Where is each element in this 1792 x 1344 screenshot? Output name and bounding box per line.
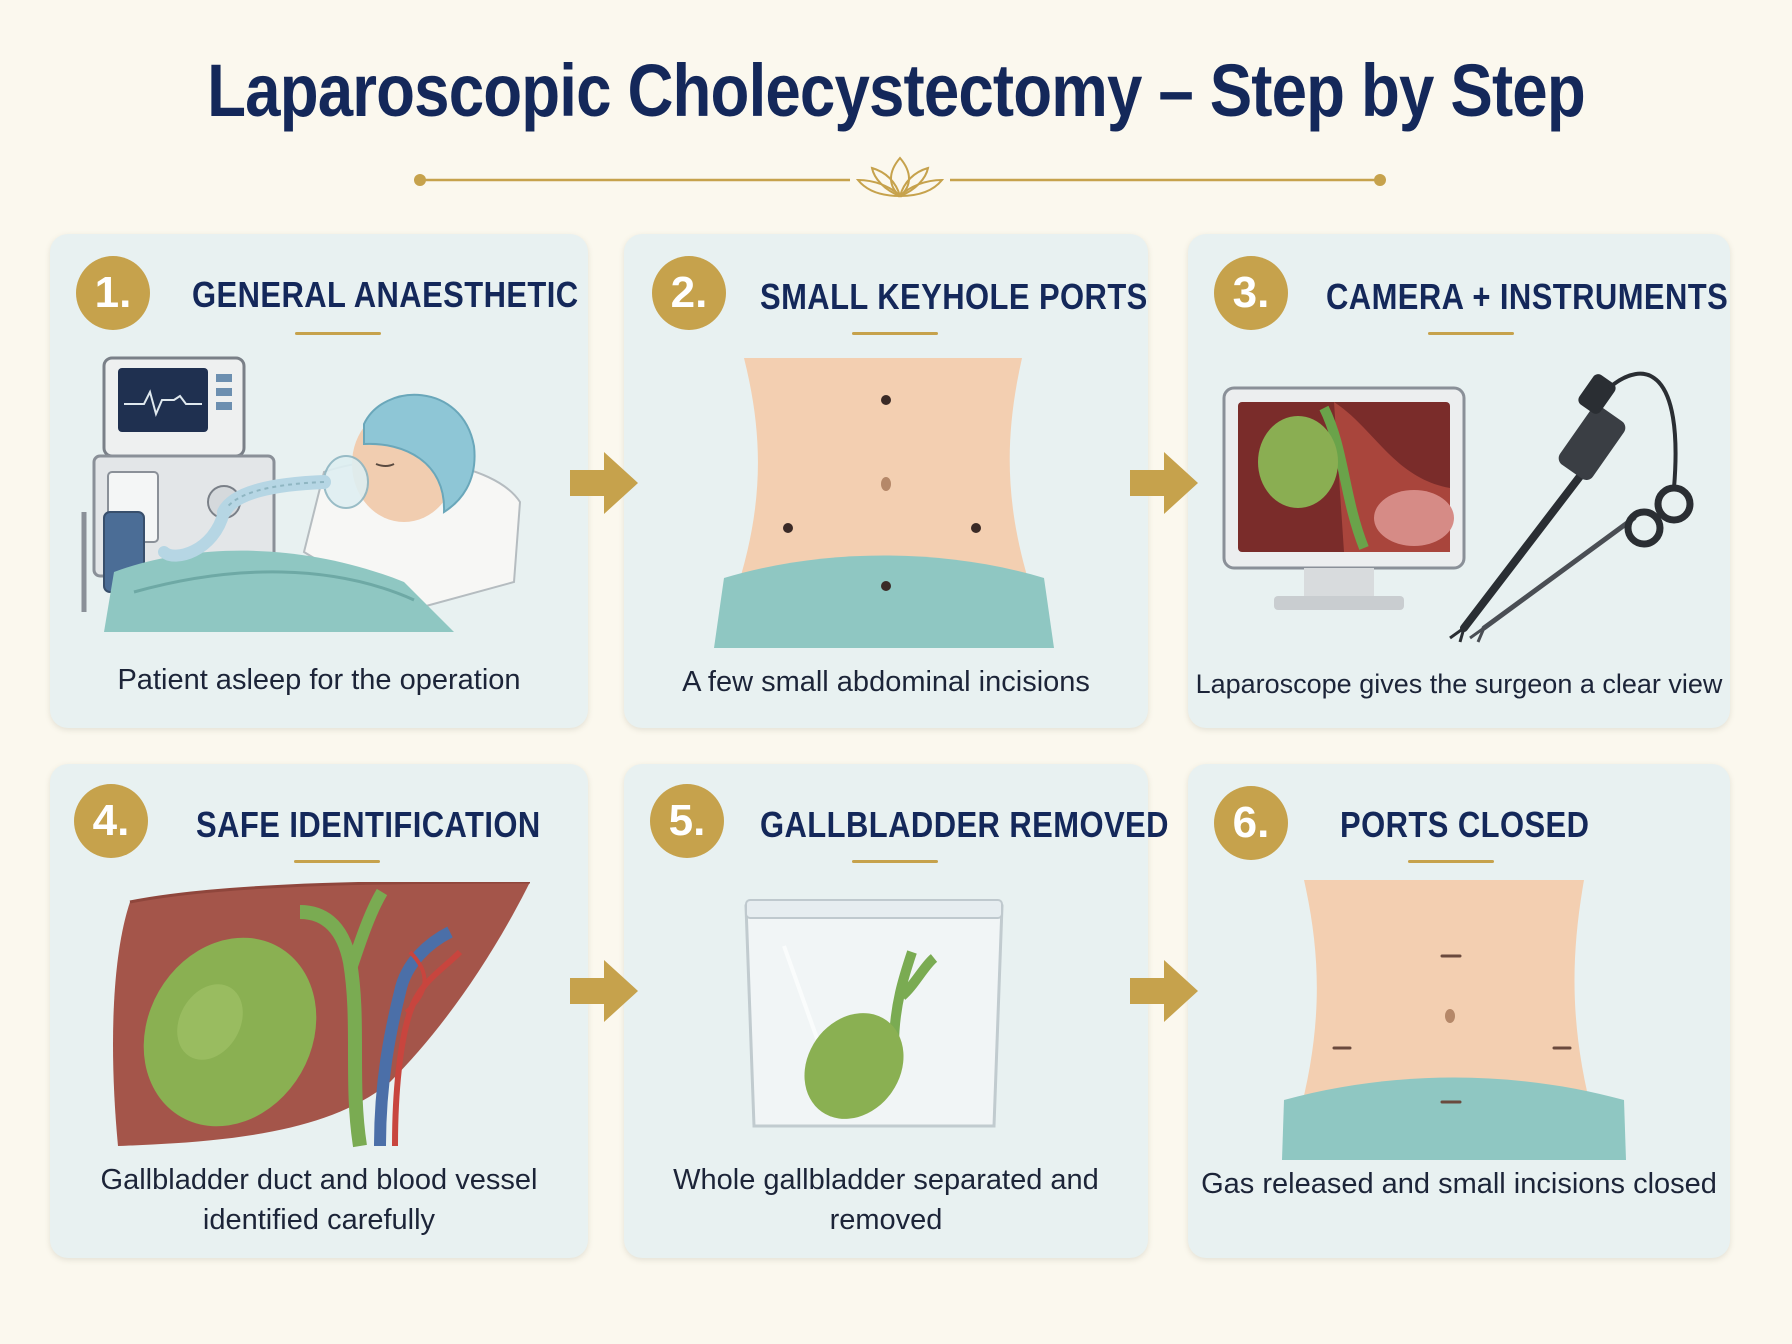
lotus-icon — [855, 156, 945, 198]
step-card-1: 1. GENERAL ANAESTHETIC Patient asleep fo… — [50, 234, 588, 728]
step-title: GALLBLADDER REMOVED — [760, 804, 1169, 845]
title-underline — [1428, 332, 1514, 335]
patient-anaesthesia-illustration — [81, 356, 522, 632]
step-title: CAMERA + INSTRUMENTS — [1326, 276, 1729, 317]
step-title: SAFE IDENTIFICATION — [196, 804, 541, 845]
step-number-badge: 1. — [76, 256, 150, 330]
gallbladder-bag-illustration — [744, 899, 1004, 1128]
arrow-right-icon — [570, 960, 638, 1022]
liver-gallbladder-illustration — [113, 882, 530, 1148]
step-card-5: 5. GALLBLADDER REMOVED Whole gallbladder… — [624, 764, 1169, 1258]
step-number-badge: 5. — [650, 784, 724, 858]
step-caption: Laparoscope gives the surgeon a clear vi… — [1195, 669, 1723, 699]
step-caption: A few small abdominal incisions — [682, 666, 1090, 698]
abdomen-ports-illustration — [714, 358, 1054, 648]
step-card-6: 6. PORTS CLOSED Gas released and small i… — [1188, 764, 1730, 1258]
step-number-badge: 3. — [1214, 256, 1288, 330]
step-caption: Whole gallbladder separated and removed — [673, 1164, 1099, 1236]
step-number-badge: 4. — [74, 784, 148, 858]
step-number-badge: 6. — [1214, 786, 1288, 860]
step-title: SMALL KEYHOLE PORTS — [760, 276, 1148, 317]
title-underline — [295, 332, 381, 335]
step-caption: Gas released and small incisions closed — [1201, 1168, 1717, 1200]
step-title: PORTS CLOSED — [1340, 804, 1590, 845]
step-card-3: 3. CAMERA + INSTRUMENTS Laparoscope give… — [1188, 234, 1730, 728]
step-card-2: 2. SMALL KEYHOLE PORTS A few small abdom… — [624, 234, 1148, 728]
step-caption: Gallbladder duct and blood vessel identi… — [100, 1164, 538, 1236]
step-caption: Patient asleep for the operation — [117, 664, 521, 696]
step-number-badge: 2. — [652, 256, 726, 330]
page-title: Laparoscopic Cholecystectomy – Step by S… — [207, 49, 1586, 132]
arrow-right-icon — [570, 452, 638, 514]
laparoscope-monitor-illustration — [1222, 371, 1694, 643]
title-ornament-divider — [414, 156, 1386, 198]
arrow-right-icon — [1130, 452, 1198, 514]
arrow-right-icon — [1130, 960, 1198, 1022]
title-underline — [852, 332, 938, 335]
step-card-4: 4. SAFE IDENTIFICATION Gallbladder duct … — [50, 764, 588, 1258]
title-underline — [1408, 860, 1494, 863]
step-title: GENERAL ANAESTHETIC — [192, 274, 579, 315]
title-underline — [852, 860, 938, 863]
abdomen-closed-illustration — [1282, 880, 1626, 1160]
title-underline — [294, 860, 380, 863]
